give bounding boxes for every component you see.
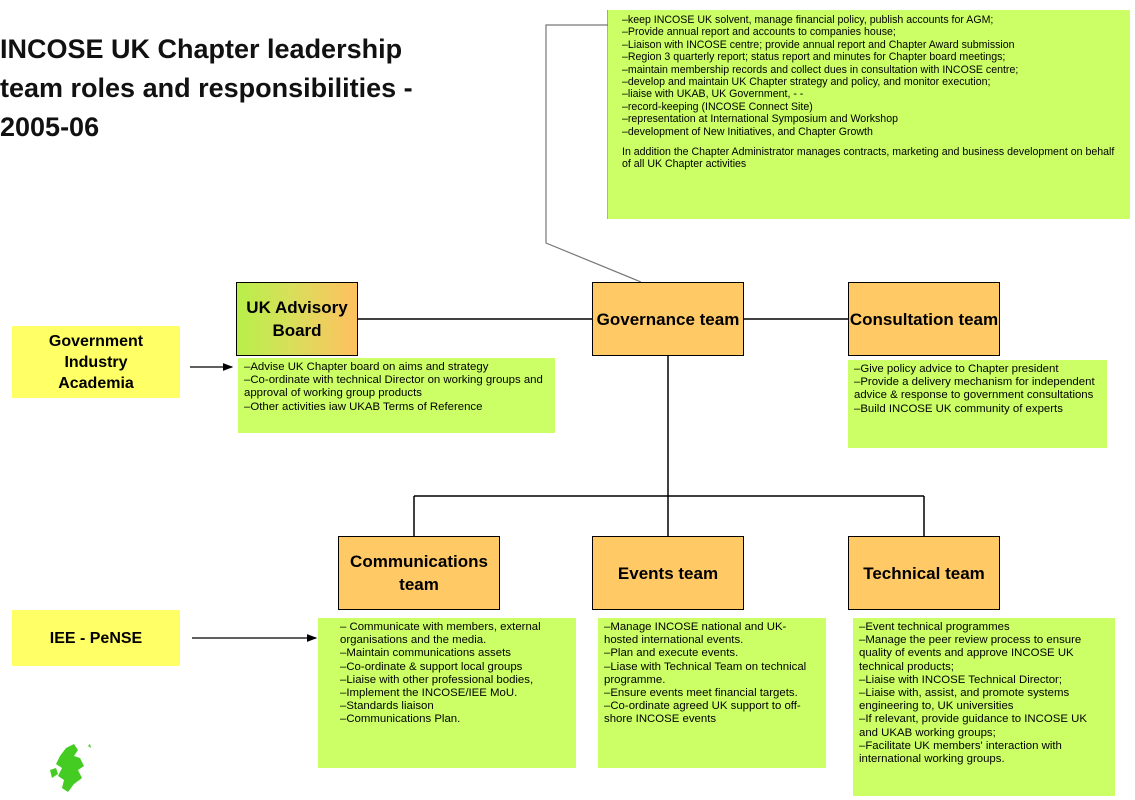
communications-note-line: –Communications Plan.	[340, 713, 461, 726]
consultation-team-notes: –Give policy advice to Chapter president…	[848, 360, 1107, 448]
events-team-notes: –Manage INCOSE national and UK-hosted in…	[598, 618, 826, 768]
events-note-line: –Liase with Technical Team on technical …	[604, 660, 810, 686]
governance-note-line: –Provide annual report and accounts to c…	[622, 26, 896, 39]
input-label: IEE - PeNSE	[49, 629, 143, 647]
title-line: INCOSE UK Chapter leadership	[0, 34, 403, 64]
government-industry-academia-box: Government Industry Academia	[12, 326, 180, 398]
page-title: INCOSE UK Chapter leadership team roles …	[0, 30, 520, 147]
communications-note-line: –Co-ordinate & support local groups	[340, 660, 523, 673]
consultation-note-line: –Give policy advice to Chapter president	[854, 363, 1059, 375]
governance-note-line: –develop and maintain UK Chapter strateg…	[622, 76, 991, 89]
communications-team-notes: – Communicate with members, external org…	[318, 618, 576, 768]
governance-notes: –keep INCOSE UK solvent, manage financia…	[608, 10, 1130, 219]
technical-note-line: –Liaise with, assist, and promote system…	[859, 687, 1073, 713]
governance-note-line: –keep INCOSE UK solvent, manage financia…	[622, 14, 994, 26]
governance-note-line: –liaise with UKAB, UK Government, - -	[622, 88, 804, 101]
technical-note-line: –Liaise with INCOSE Technical Director;	[859, 673, 1063, 686]
communications-note-line: –Liaise with other professional bodies,	[340, 673, 534, 686]
technical-note-line: –Manage the peer review process to ensur…	[859, 634, 1085, 673]
governance-note-line: –representation at International Symposi…	[622, 113, 898, 126]
governance-note-line: –Liaison with INCOSE centre; provide ann…	[622, 38, 1015, 51]
iee-pense-box: IEE - PeNSE	[12, 610, 180, 666]
communications-note-line: –Standards liaison	[340, 700, 434, 713]
uk-advisory-board-node: UK Advisory Board	[236, 282, 358, 356]
input-label: Government Industry Academia	[48, 332, 144, 392]
technical-note-line: –Event technical programmes	[859, 621, 1010, 633]
advisory-note-line: –Co-ordinate with technical Director on …	[244, 374, 547, 400]
governance-note-extra: In addition the Chapter Administrator ma…	[622, 146, 1118, 171]
governance-note-line: –record-keeping (INCOSE Connect Site)	[622, 100, 813, 113]
node-label: Events team	[617, 563, 719, 583]
events-team-node: Events team	[592, 536, 744, 610]
title-line: 2005-06	[0, 112, 100, 142]
consultation-note-line: –Provide a delivery mechanism for indepe…	[854, 376, 1098, 402]
technical-note-line: –If relevant, provide guidance to INCOSE…	[859, 713, 1091, 739]
consultation-note-line: –Build INCOSE UK community of experts	[854, 402, 1063, 415]
technical-team-node: Technical team	[848, 536, 1000, 610]
events-note-line: –Ensure events meet financial targets.	[604, 687, 798, 700]
node-label: UK Advisory Board	[246, 298, 348, 340]
title-line: team roles and responsibilities -	[0, 73, 413, 103]
communications-note-line: –Implement the INCOSE/IEE MoU.	[340, 687, 518, 700]
advisory-note-line: –Advise UK Chapter board on aims and str…	[244, 361, 489, 373]
technical-team-notes: –Event technical programmes –Manage the …	[853, 618, 1115, 796]
events-note-line: –Plan and execute events.	[604, 647, 739, 660]
uk-map-logo	[50, 744, 91, 792]
technical-note-line: –Facilitate UK members' interaction with…	[859, 739, 1066, 766]
communications-team-node: Communications team	[338, 536, 500, 610]
governance-team-node: Governance team	[592, 282, 744, 356]
node-label: Technical team	[863, 563, 985, 583]
governance-note-line: –development of New Initiatives, and Cha…	[622, 125, 873, 138]
communications-note-line: –Maintain communications assets	[340, 647, 511, 660]
advisory-board-notes: –Advise UK Chapter board on aims and str…	[238, 358, 555, 433]
governance-note-line: –maintain membership records and collect…	[622, 63, 1019, 76]
consultation-team-node: Consultation team	[848, 282, 1000, 356]
events-note-line: –Manage INCOSE national and UK-hosted in…	[604, 621, 787, 647]
advisory-note-line: –Other activities iaw UKAB Terms of Refe…	[244, 400, 483, 413]
events-note-line: –Co-ordinate agreed UK support to off-sh…	[604, 700, 801, 726]
node-label: Consultation team	[849, 309, 999, 329]
communications-note-line: – Communicate with members, external org…	[340, 621, 544, 647]
governance-note-line: –Region 3 quarterly report; status repor…	[622, 51, 1006, 64]
node-label: Governance team	[596, 309, 740, 329]
node-label: Communications team	[350, 552, 488, 594]
